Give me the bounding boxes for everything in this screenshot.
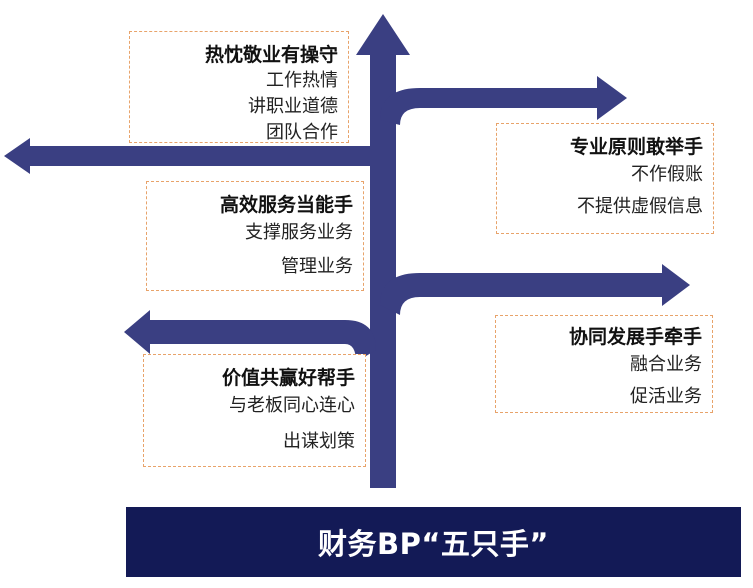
box-synergy: 协同发展手牵手 融合业务 促活业务 [495,315,713,413]
left-arrow-upper [4,138,396,174]
box-line: 出谋划策 [283,431,355,452]
box-enthusiasm: 热忱敬业有操守 工作热情 讲职业道德 团队合作 [129,31,349,143]
box-service: 高效服务当能手 支撑服务业务 管理业务 [146,181,364,291]
right-arrow-lower [380,264,690,315]
box-line: 融合业务 [630,354,702,375]
box-line: 工作热情 [266,70,338,91]
box-line: 与老板同心连心 [229,395,355,416]
box-line: 不提供虚假信息 [577,196,703,217]
right-arrow-upper [380,76,627,125]
box-title: 价值共赢好帮手 [221,367,355,389]
box-line: 团队合作 [266,122,338,143]
box-line: 讲职业道德 [248,96,338,117]
box-principle: 专业原则敢举手 不作假账 不提供虚假信息 [496,123,714,234]
box-value: 价值共赢好帮手 与老板同心连心 出谋划策 [143,354,366,467]
up-arrow [356,14,410,488]
box-line: 不作假账 [631,164,703,185]
box-line: 管理业务 [281,256,353,277]
box-line: 促活业务 [630,386,702,407]
box-title: 热忱敬业有操守 [204,44,338,66]
box-title: 专业原则敢举手 [569,136,703,158]
banner-text: 财务BP“五只手” [318,527,549,561]
title-banner: 财务BP“五只手” [126,507,741,577]
box-line: 支撑服务业务 [245,222,353,243]
left-arrow-lower [124,310,376,362]
box-title: 高效服务当能手 [219,194,353,216]
box-title: 协同发展手牵手 [568,326,702,348]
